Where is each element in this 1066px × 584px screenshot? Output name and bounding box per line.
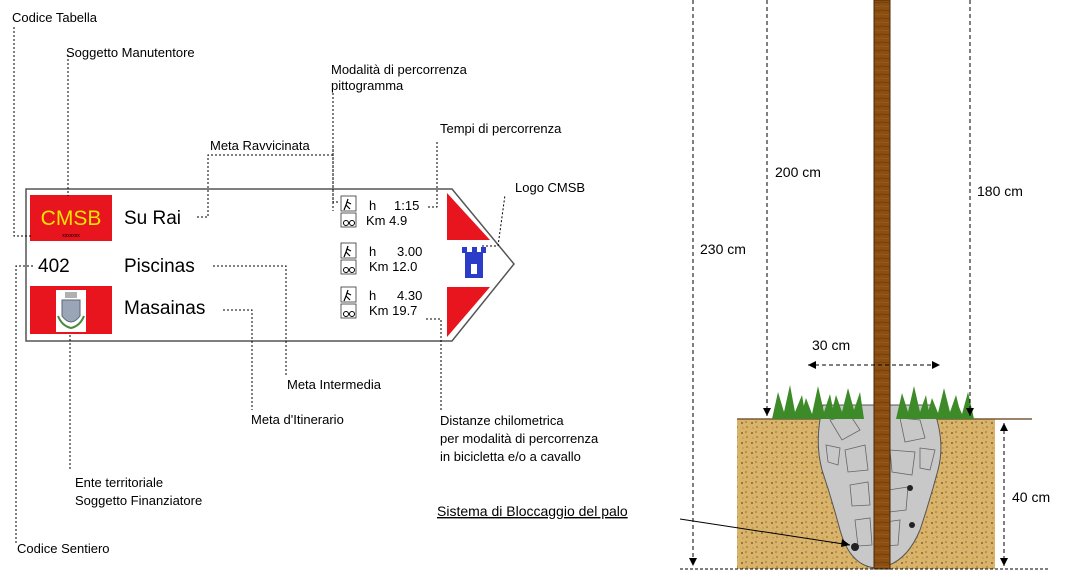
label-meta-intermedia: Meta Intermedia	[287, 377, 382, 392]
label-sistema-bloccaggio: Sistema di Bloccaggio del palo	[437, 503, 628, 519]
time-row-3: h 4.30 Km 19.7	[340, 286, 422, 319]
km-value: Km 19.7	[369, 303, 417, 318]
bolt-icon	[851, 485, 915, 551]
label-meta-ravvicinata: Meta Ravvicinata	[210, 138, 310, 153]
label-codice-tabella: Codice Tabella	[12, 10, 98, 25]
arrow-top-red	[447, 193, 490, 240]
dim-200: 200 cm	[775, 164, 821, 180]
label-ente-1: Ente territoriale	[75, 475, 163, 490]
label-distanze-1: Distanze chilometrica	[440, 413, 564, 428]
dim-230: 230 cm	[700, 241, 746, 257]
label-codice-sentiero: Codice Sentiero	[17, 541, 110, 556]
coat-of-arms-icon	[56, 290, 86, 332]
time-value: 1:15	[394, 198, 419, 213]
destination-masainas: Masainas	[124, 298, 205, 319]
label-ente-2: Soggetto Finanziatore	[75, 493, 202, 508]
annotation-labels: Codice Tabella Soggetto Manutentore Moda…	[12, 10, 599, 556]
hiker-icon	[340, 286, 357, 303]
time-row-1: h 1:15 Km 4.9	[340, 195, 419, 228]
pole-installation: 230 cm 200 cm 180 cm 30 cm 40 cm Sistema…	[437, 0, 1050, 570]
grass-icon	[772, 385, 974, 419]
cmsb-logo-text: CMSB	[41, 207, 102, 230]
label-modalita-2: pittogramma	[331, 78, 404, 93]
arrow-bottom-red	[447, 287, 490, 337]
km-value: Km 12.0	[369, 259, 417, 274]
label-distanze-2: per modalità di percorrenza	[440, 431, 599, 446]
cyclist-icon	[340, 212, 357, 228]
destination-piscinas: Piscinas	[124, 256, 195, 277]
h-label: h	[369, 244, 376, 259]
cmsb-emblem-icon	[462, 247, 486, 278]
label-distanze-3: in bicicletta e/o a cavallo	[440, 449, 581, 464]
trail-number: 402	[38, 256, 70, 277]
dim-40: 40 cm	[1012, 489, 1050, 505]
time-value: 4.30	[397, 288, 422, 303]
label-meta-itinerario: Meta d'Itinerario	[251, 412, 344, 427]
trail-sign: CMSB xxxxxxx Su Rai 402 Piscinas Masaina…	[25, 188, 515, 342]
label-tempi: Tempi di percorrenza	[440, 121, 562, 136]
label-soggetto-manutentore: Soggetto Manutentore	[66, 45, 195, 60]
cyclist-icon	[340, 259, 357, 275]
time-row-2: h 3.00 Km 12.0	[340, 242, 422, 275]
destination-su-rai: Su Rai	[124, 208, 181, 229]
leader-lines	[13, 27, 506, 545]
label-modalita-1: Modalità di percorrenza	[331, 62, 468, 77]
km-value: Km 4.9	[366, 213, 407, 228]
dim-180: 180 cm	[977, 183, 1023, 199]
cmsb-logo-box	[30, 195, 112, 241]
cmsb-logo-small: xxxxxxx	[62, 233, 80, 239]
sign-outline	[25, 188, 515, 342]
hiker-icon	[340, 195, 357, 212]
wooden-pole	[873, 0, 891, 570]
hiker-icon	[340, 242, 357, 259]
time-value: 3.00	[397, 244, 422, 259]
h-label: h	[369, 198, 376, 213]
label-logo-cmsb: Logo CMSB	[515, 180, 585, 195]
cyclist-icon	[340, 303, 357, 319]
h-label: h	[369, 288, 376, 303]
dim-30: 30 cm	[812, 337, 850, 353]
